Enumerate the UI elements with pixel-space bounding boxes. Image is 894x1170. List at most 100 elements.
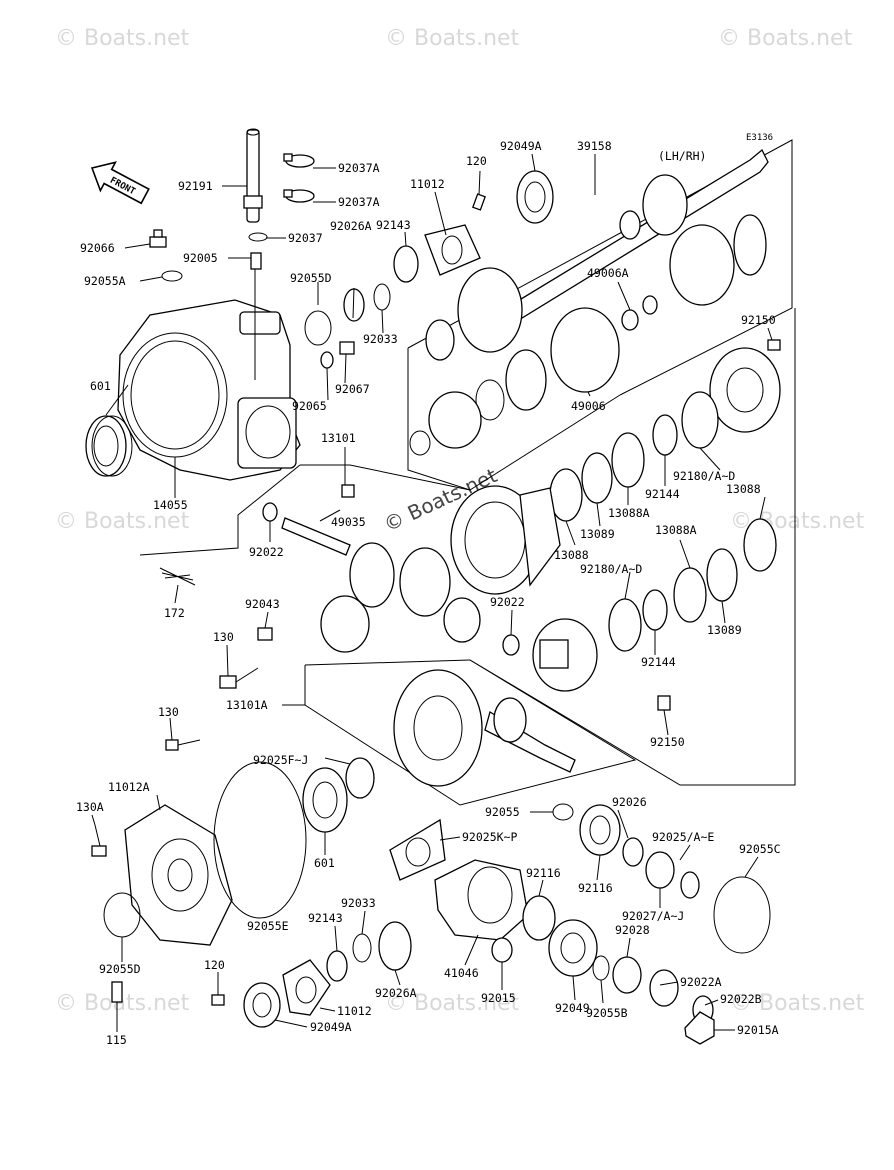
label-92049: 92049 (555, 1001, 590, 1015)
label-92033-top: 92033 (363, 332, 398, 346)
label-13089-1: 13089 (580, 527, 615, 541)
collar-92028 (612, 956, 642, 994)
gears-diff (320, 542, 481, 653)
washer-92022-left (262, 502, 278, 522)
pin-92005 (250, 252, 262, 270)
label-41046: 41046 (444, 966, 479, 980)
label-92026A-low: 92026A (375, 986, 417, 1000)
label-92022-left: 92022 (249, 545, 284, 559)
label-92033-low: 92033 (341, 896, 376, 910)
plate-13088-right (743, 518, 777, 572)
label-92191: 92191 (178, 179, 213, 193)
washer-92065 (320, 351, 334, 369)
gasket-92025KP (389, 818, 446, 881)
label-49035: 49035 (331, 515, 366, 529)
flange-11012-low (282, 959, 331, 1016)
label-115: 115 (106, 1033, 127, 1047)
seal-92049A-top (516, 170, 554, 224)
nut-92015 (491, 937, 513, 963)
label-49006: 49006 (571, 399, 606, 413)
watermark-top-center: © Boats.net (385, 26, 520, 51)
label-92022-mid: 92022 (490, 595, 525, 609)
oring-92055D-low (103, 892, 141, 938)
oring-92055A (161, 270, 183, 282)
label-92150-top: 92150 (741, 313, 776, 327)
collar-92027AJ (645, 851, 675, 889)
bearing-601-top (85, 415, 133, 477)
plate-92180-1 (681, 391, 719, 449)
bearing-92116-2 (522, 895, 556, 941)
axle-39158 (425, 148, 769, 361)
label-13088-right: 13088 (726, 482, 761, 496)
gear-set-13101A (393, 669, 576, 787)
label-92055A: 92055A (84, 274, 126, 288)
label-92143-low: 92143 (308, 911, 343, 925)
label-92026A-top: 92026A (330, 219, 372, 233)
label-92027AJ: 92027/A~J (622, 909, 684, 923)
clamp-92037A-1 (283, 153, 315, 168)
label-13089-2: 13089 (707, 623, 742, 637)
label-92043: 92043 (245, 597, 280, 611)
circlip-92033-top (373, 283, 391, 311)
label-92065: 92065 (292, 399, 327, 413)
label-601-low: 601 (314, 856, 335, 870)
watermark-top-right: © Boats.net (718, 26, 853, 51)
plug-92067 (339, 341, 355, 355)
bolt-130A (91, 824, 107, 857)
ring-92143-low (326, 950, 348, 982)
diff-case-13101 (450, 485, 561, 595)
label-92049A-low: 92049A (310, 1020, 352, 1034)
label-92055D-low: 92055D (99, 962, 141, 976)
label-92144-1: 92144 (645, 487, 680, 501)
bolt-92066 (149, 229, 167, 248)
bearing-92116-1 (579, 804, 621, 856)
shim-92026-mid (622, 837, 644, 867)
label-92116-1: 92116 (526, 866, 561, 880)
label-92015: 92015 (481, 991, 516, 1005)
boot-49006A (621, 214, 767, 331)
shim-92025AE (680, 871, 700, 899)
label-13101: 13101 (321, 431, 356, 445)
label-92143-top: 92143 (376, 218, 411, 232)
label-130-mid: 130 (213, 630, 234, 644)
label-92028: 92028 (615, 923, 650, 937)
oring-92055-mid (552, 803, 574, 821)
flange-11012-top (424, 224, 481, 276)
label-92180AD-1: 92180/A~D (673, 469, 735, 483)
washer-92022A (649, 969, 679, 1007)
washer-92022-mid (502, 634, 520, 656)
housing-41046 (434, 859, 529, 941)
hub-92150-bottom (532, 618, 671, 711)
label-13088A-1: 13088A (608, 506, 650, 520)
label-92015A: 92015A (737, 1023, 779, 1037)
flange-92150-top (709, 339, 781, 433)
label-92037A-2: 92037A (338, 195, 380, 209)
label-92022A: 92022A (680, 975, 722, 989)
watermark-mid-left: © Boats.net (55, 509, 190, 534)
washer-92144-2 (642, 589, 668, 631)
seal-92049A-low (243, 982, 281, 1028)
label-92116-2: 92116 (578, 881, 613, 895)
group-outlines (139, 139, 796, 806)
plate-13088A-1 (611, 432, 645, 488)
clamp-92037A-2 (283, 189, 315, 203)
label-92025FJ: 92025F~J (253, 753, 308, 767)
label-92026-mid: 92026 (612, 795, 647, 809)
oring-92055B (592, 955, 610, 981)
bolt-130-low (165, 739, 201, 751)
label-92055C: 92055C (739, 842, 781, 856)
label-92037A-1: 92037A (338, 161, 380, 175)
circlip-92033-low (352, 933, 372, 963)
plate-13089-2 (706, 548, 738, 602)
label-92067: 92067 (335, 382, 370, 396)
ring-92143-top (393, 245, 419, 283)
label-13101A: 13101A (226, 698, 268, 712)
watermark-top-left: © Boats.net (55, 26, 190, 51)
spring-172 (159, 567, 196, 586)
label-601-top: 601 (90, 379, 111, 393)
bearing-601-low (302, 767, 348, 833)
label-14055: 14055 (153, 498, 188, 512)
pin-92043 (257, 627, 273, 641)
label-92049A-top: 92049A (500, 139, 542, 153)
label-92055E: 92055E (247, 919, 289, 933)
